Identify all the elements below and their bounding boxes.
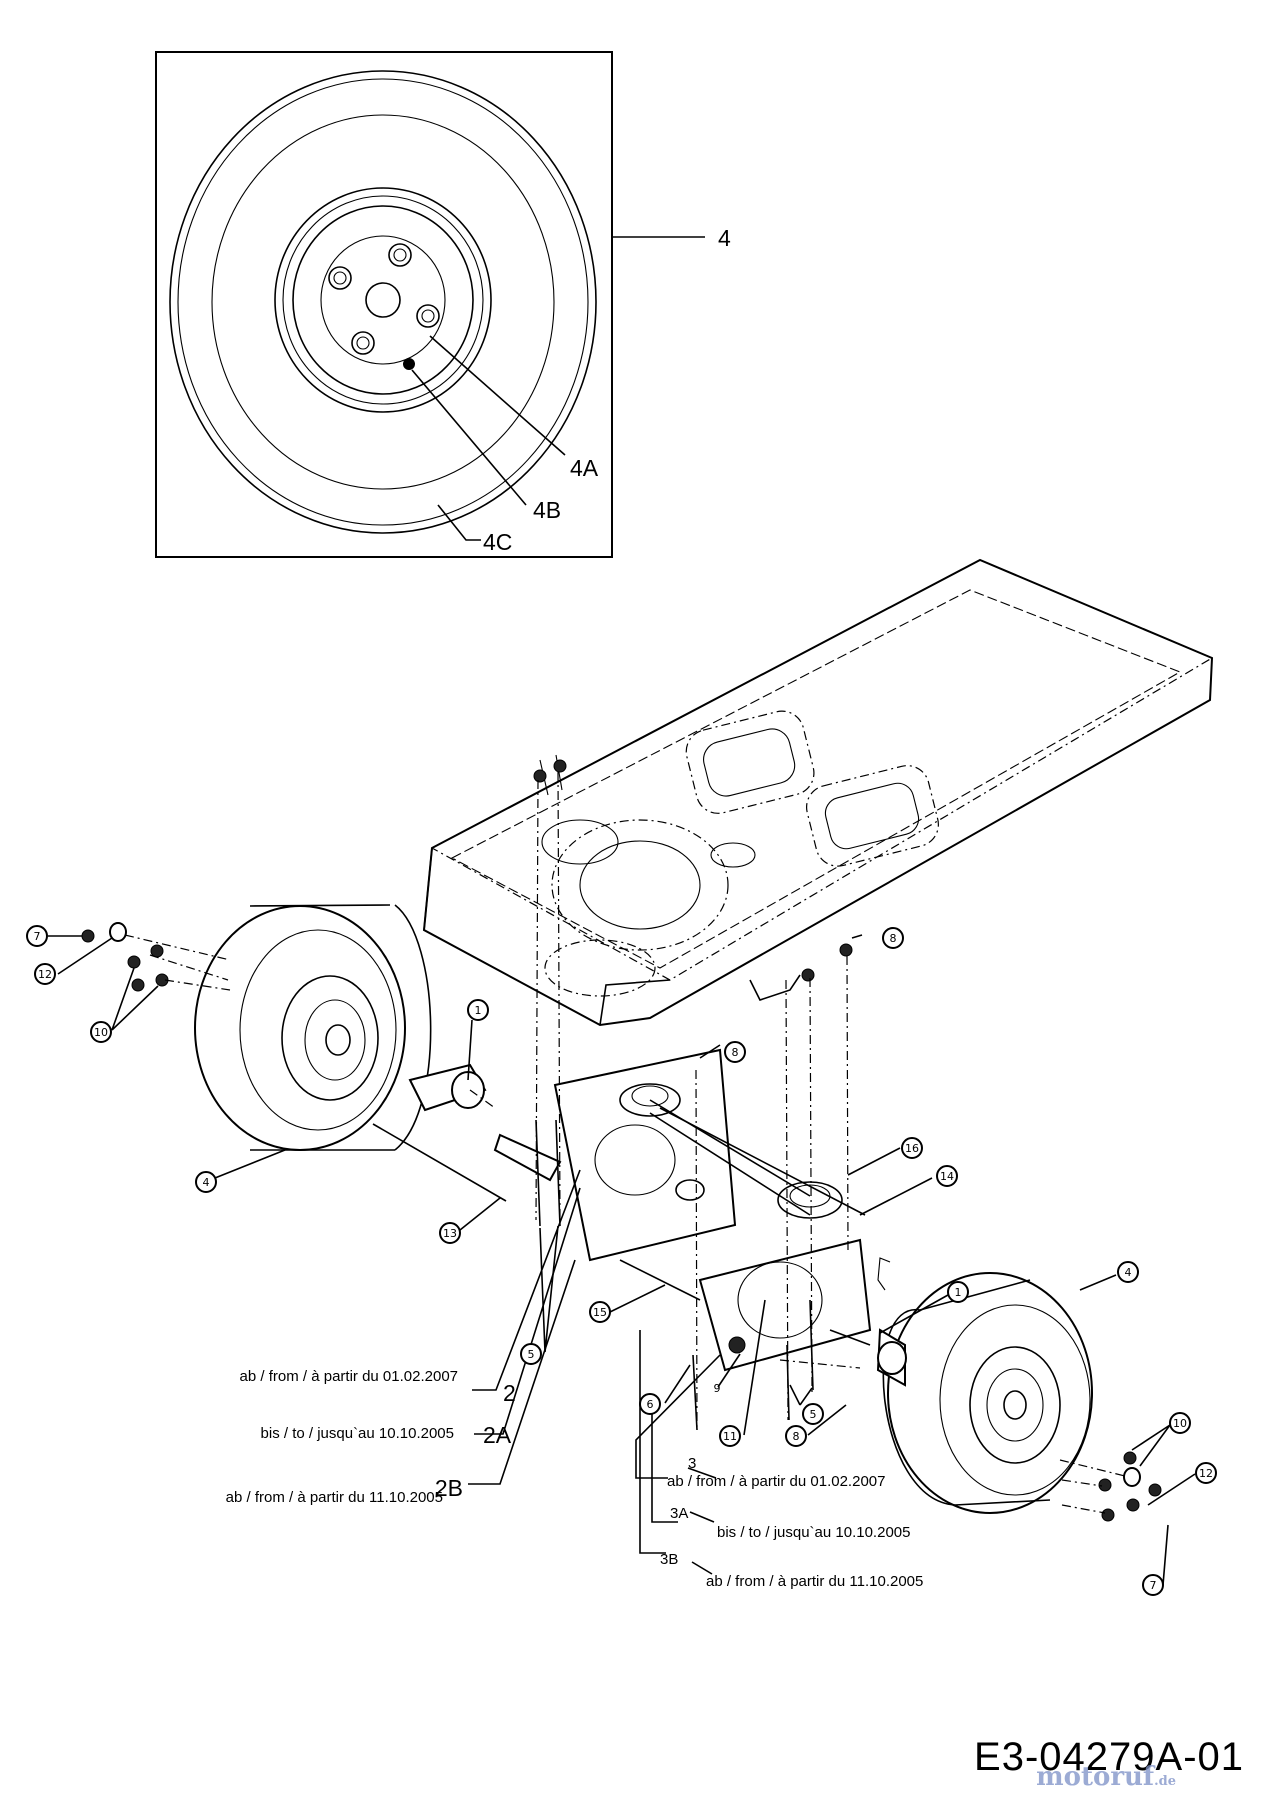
- callout-15: 15: [589, 1301, 611, 1323]
- callout-8-mid: 8: [724, 1041, 746, 1063]
- svg-text:1: 1: [475, 1004, 482, 1017]
- svg-text:6: 6: [647, 1398, 654, 1411]
- svg-text:7: 7: [34, 930, 41, 943]
- hub-bolt-holes: [328, 243, 440, 355]
- svg-text:4: 4: [203, 1176, 210, 1189]
- callout-9: 9: [714, 1382, 721, 1395]
- callout-8-top: 8: [882, 927, 904, 949]
- callouts: 7 12 10 4 1 13 8 8 16 14 15 5 6 9 11 5 8…: [26, 925, 1217, 1596]
- callout-12-left: 12: [34, 963, 56, 985]
- drawing-code: E3-04279A-01: [974, 1735, 1244, 1779]
- svg-text:5: 5: [528, 1348, 535, 1361]
- watermark-logo: motoruf.de: [1036, 1762, 1176, 1792]
- svg-text:16: 16: [905, 1142, 919, 1155]
- right-wheel: [882, 1272, 1093, 1514]
- callout-1-right: 1: [947, 1281, 969, 1303]
- watermark-tld: .de: [1154, 1774, 1176, 1789]
- variant-notes-left: ab / from / à partir du 01.02.2007 2 bis…: [226, 1368, 516, 1506]
- callout-14: 14: [936, 1165, 958, 1187]
- svg-text:12: 12: [38, 968, 52, 981]
- tire-label: 4C: [483, 529, 512, 555]
- assembly-lines: [469, 771, 861, 1431]
- watermark-brand: motoruf: [1036, 1762, 1155, 1792]
- variant-3-id: 3: [688, 1455, 696, 1472]
- variant-2-id: 2: [503, 1380, 516, 1406]
- wheel-label: 4: [718, 225, 731, 251]
- callout-1-left: 1: [467, 999, 489, 1021]
- variant-3a-id: 3A: [670, 1505, 688, 1522]
- callout-4-right: 4: [1117, 1261, 1139, 1283]
- callout-12-right: 12: [1195, 1462, 1217, 1484]
- callout-7-right: 7: [1142, 1574, 1164, 1596]
- callout-7-left: 7: [26, 925, 48, 947]
- callout-4-left: 4: [195, 1171, 217, 1193]
- svg-text:8: 8: [793, 1430, 800, 1443]
- variant-2a-id: 2A: [483, 1422, 512, 1448]
- svg-text:9: 9: [714, 1382, 721, 1395]
- svg-text:8: 8: [732, 1046, 739, 1059]
- variant-2b-date: ab / from / à partir du 11.10.2005: [226, 1489, 443, 1506]
- variant-2-date: ab / from / à partir du 01.02.2007: [240, 1368, 458, 1385]
- callout-11: 11: [719, 1425, 741, 1447]
- callout-6: 6: [639, 1393, 661, 1415]
- svg-text:10: 10: [1173, 1417, 1187, 1430]
- svg-text:11: 11: [723, 1430, 737, 1443]
- left-wheel: [194, 904, 432, 1151]
- variant-notes-right: 3 ab / from / à partir du 01.02.2007 3A …: [660, 1455, 923, 1590]
- valve-stem: [403, 358, 415, 370]
- callout-13: 13: [439, 1222, 461, 1244]
- svg-text:13: 13: [443, 1227, 457, 1240]
- callout-10-left: 10: [90, 1021, 112, 1043]
- variant-2a-date: bis / to / jusqu`au 10.10.2005: [261, 1425, 454, 1442]
- variant-3a-date: bis / to / jusqu`au 10.10.2005: [717, 1524, 910, 1541]
- callout-leaders: [48, 934, 1196, 1586]
- svg-text:5: 5: [810, 1408, 817, 1421]
- mower-frame: [422, 558, 1214, 1072]
- svg-text:7: 7: [1150, 1579, 1157, 1592]
- callout-5-right: 5: [802, 1403, 824, 1425]
- valve-label: 4B: [533, 497, 561, 523]
- svg-text:8: 8: [890, 932, 897, 945]
- svg-text:12: 12: [1199, 1467, 1213, 1480]
- right-fasteners: [1059, 1451, 1162, 1522]
- left-fasteners: [81, 922, 231, 992]
- wheel-detail-inset: 4 4A 4B 4C: [155, 51, 731, 558]
- variant-3b-date: ab / from / à partir du 11.10.2005: [706, 1573, 923, 1590]
- callout-10-right: 10: [1169, 1412, 1191, 1434]
- svg-text:14: 14: [940, 1170, 954, 1183]
- svg-text:15: 15: [593, 1306, 607, 1319]
- svg-text:1: 1: [955, 1286, 962, 1299]
- variant-3-date: ab / from / à partir du 01.02.2007: [667, 1473, 885, 1490]
- callout-8-bottom: 8: [785, 1425, 807, 1447]
- svg-text:10: 10: [94, 1026, 108, 1039]
- hub-bolt-label: 4A: [570, 455, 599, 481]
- variant-3b-id: 3B: [660, 1551, 678, 1568]
- callout-16: 16: [901, 1137, 923, 1159]
- variant-2b-id: 2B: [435, 1475, 463, 1501]
- callout-5-left: 5: [520, 1343, 542, 1365]
- drive-assembly: [372, 1048, 907, 1431]
- svg-text:4: 4: [1125, 1266, 1132, 1279]
